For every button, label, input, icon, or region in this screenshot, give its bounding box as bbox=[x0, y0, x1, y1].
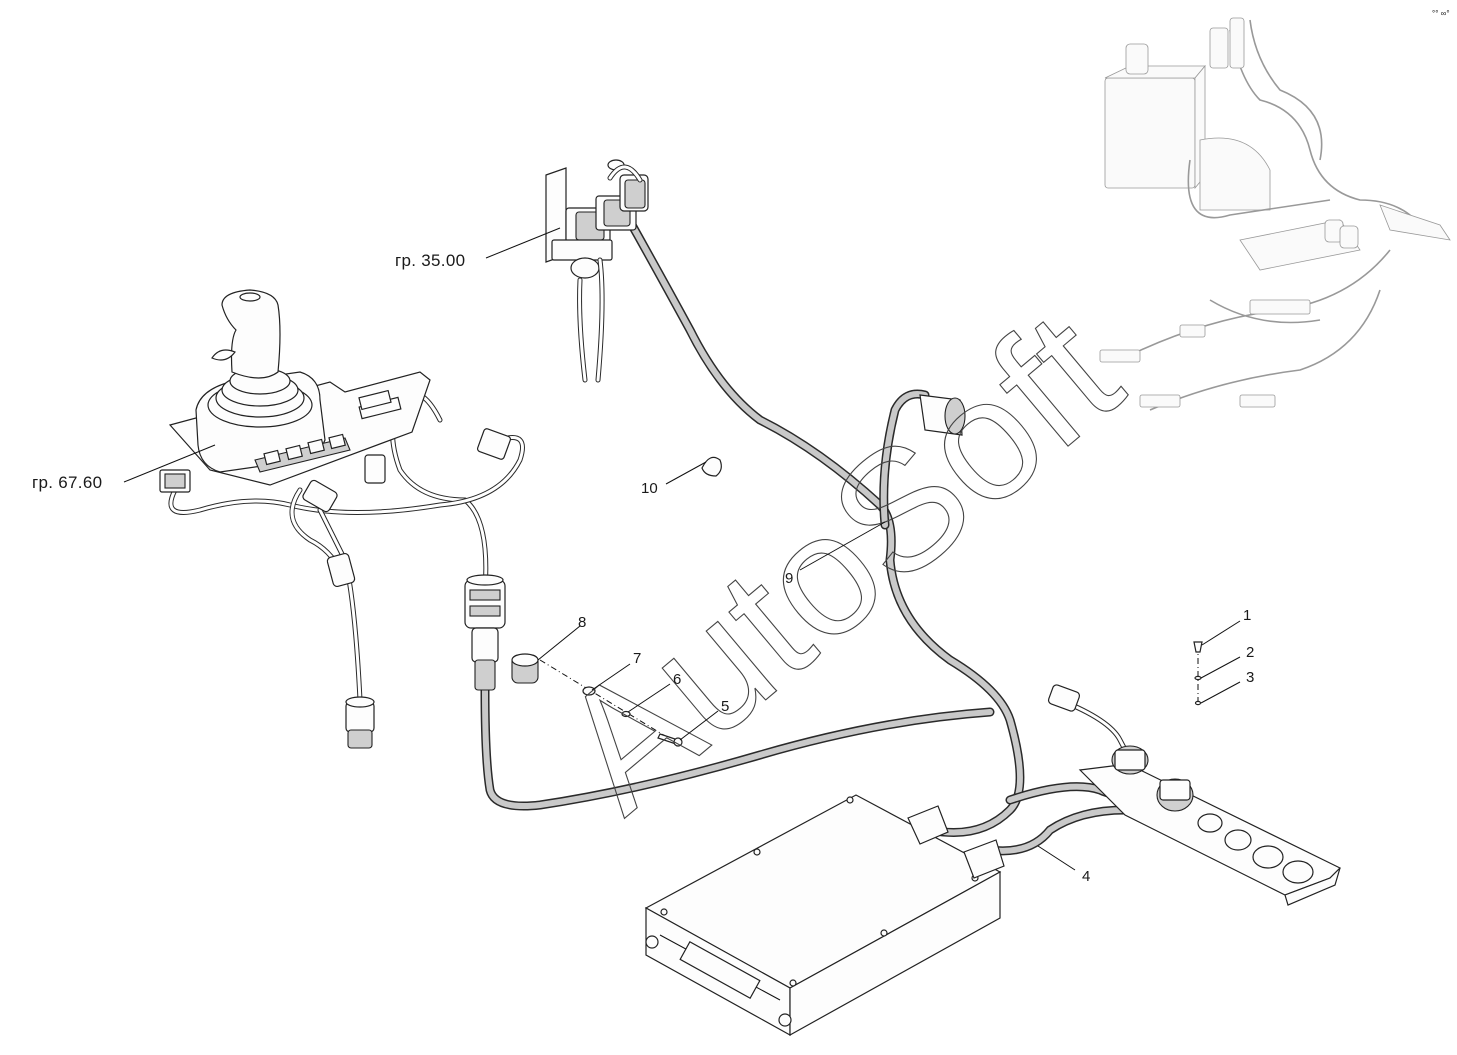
callout-7: 7 bbox=[633, 650, 641, 667]
callout-10: 10 bbox=[641, 480, 658, 497]
callout-4: 4 bbox=[1082, 868, 1090, 885]
leader-lines bbox=[123, 227, 1241, 871]
corner-mark: °° ∞° bbox=[1432, 9, 1450, 18]
watermark: AutoSoft bbox=[525, 276, 1154, 847]
callout-8: 8 bbox=[578, 614, 586, 631]
callout-3: 3 bbox=[1246, 669, 1254, 686]
callout-1: 1 bbox=[1243, 607, 1251, 624]
harness-connectors bbox=[464, 394, 966, 691]
joystick-connectors bbox=[159, 428, 512, 749]
group-ref-valve: гр. 35.00 bbox=[395, 251, 465, 270]
control-unit-ecu bbox=[644, 794, 1005, 1037]
joystick-switch-panel bbox=[254, 433, 351, 473]
callout-6: 6 bbox=[673, 671, 681, 688]
mounting-bracket bbox=[1047, 684, 1342, 906]
callout-2: 2 bbox=[1246, 644, 1254, 661]
joystick-assembly bbox=[168, 289, 431, 486]
overview-inset bbox=[1099, 17, 1451, 411]
callout-5: 5 bbox=[721, 698, 729, 715]
group-ref-joystick: гр. 67.60 bbox=[32, 473, 102, 492]
labels: гр. 35.00 гр. 67.60 1 2 3 4 5 6 7 8 9 10… bbox=[32, 9, 1450, 885]
callout-9: 9 bbox=[785, 570, 793, 587]
valve-assembly bbox=[545, 159, 649, 383]
